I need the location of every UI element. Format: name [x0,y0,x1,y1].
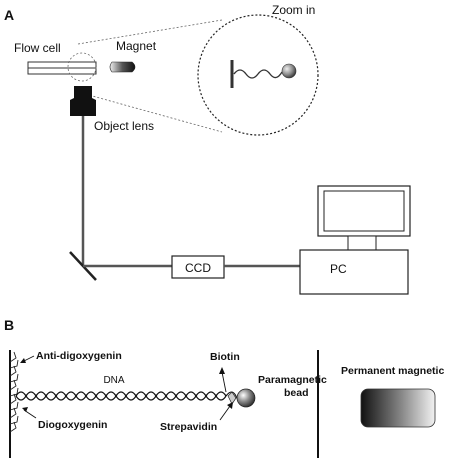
anti-digoxygenin-label: Anti-digoxygenin [36,350,122,362]
paramagnetic-label-line2: bead [284,387,309,399]
paramagnetic-bead [236,388,256,408]
paramagnetic-label-line1: Paramagnetic [258,374,327,386]
magnet-label: Magnet [116,39,157,53]
permanent-magnet-label: Permanent magnetic [341,365,444,377]
panel-b-letter: B [4,317,14,333]
panel-a-letter: A [4,7,14,23]
strepavidin-label: Strepavidin [160,421,217,433]
objective-lens-icon [70,86,96,116]
biotin-label: Biotin [210,351,240,363]
zoom-connector-bottom [77,91,223,133]
strepavidin-arrowhead [227,402,233,409]
zoom-label: Zoom in [272,3,315,17]
diogoxygenin-arrowhead [22,407,28,412]
objective-label: Object lens [94,119,154,133]
pc-case [299,249,409,295]
ccd-label: CCD [185,261,211,275]
permanent-magnet-block [360,388,436,428]
pc-monitor-stand [347,235,377,251]
biotin-arrowhead [219,367,225,374]
antibody-cluster [9,351,19,433]
zoom-connector-top [77,19,223,45]
pc-screen [323,190,405,232]
zoom-dna-tether [233,69,283,79]
pc-label: PC [330,262,347,276]
zoom-bead [281,63,297,79]
strepavidin-arrow [219,405,231,421]
zoom-circle [197,14,319,136]
dna-strand-2 [15,391,227,401]
strepavidin-marker [227,391,237,405]
magnet-icon [109,61,136,73]
flow-cell-zoom-marker [67,52,97,82]
anti-digoxygenin-arrowhead [20,358,26,363]
flow-cell-label: Flow cell [14,41,61,55]
dna-label: DNA [103,375,124,386]
diogoxygenin-label: Diogoxygenin [38,419,107,431]
biotin-arrow [221,371,227,393]
dna-strand-1 [15,391,227,401]
